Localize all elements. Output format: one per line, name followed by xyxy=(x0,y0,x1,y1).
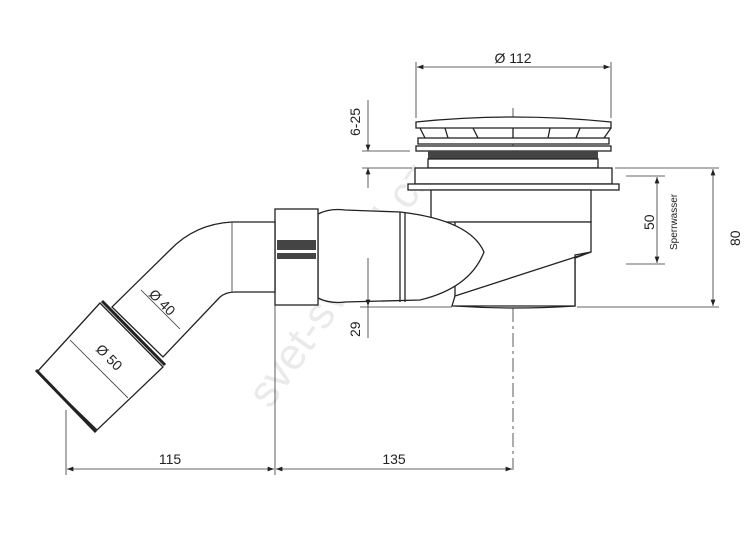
dim-lengths: 115 135 xyxy=(65,305,512,475)
svg-text:Ø 112: Ø 112 xyxy=(494,50,531,66)
svg-text:Sperrwasser: Sperrwasser xyxy=(669,193,680,250)
drain-cap xyxy=(415,116,612,169)
svg-text:6-25: 6-25 xyxy=(347,108,363,136)
svg-text:80: 80 xyxy=(727,230,743,246)
length-body-label: 135 xyxy=(382,451,406,467)
dim-water-seal: 50 Sperrwasser xyxy=(626,175,680,265)
length-pipe-label: 115 xyxy=(159,451,182,467)
drain-body xyxy=(317,167,620,309)
svg-text:29: 29 xyxy=(347,321,363,337)
dim-adjust-height: 6-25 xyxy=(347,100,412,188)
svg-text:50: 50 xyxy=(641,214,657,230)
dim-total-height: 80 xyxy=(577,167,743,308)
bent-pipe: Ø 40 Ø 50 xyxy=(34,221,276,434)
dim-outlet-height: 29 xyxy=(347,258,452,338)
dim-cap-diameter: Ø 112 xyxy=(415,50,612,118)
union-nut xyxy=(274,208,319,306)
